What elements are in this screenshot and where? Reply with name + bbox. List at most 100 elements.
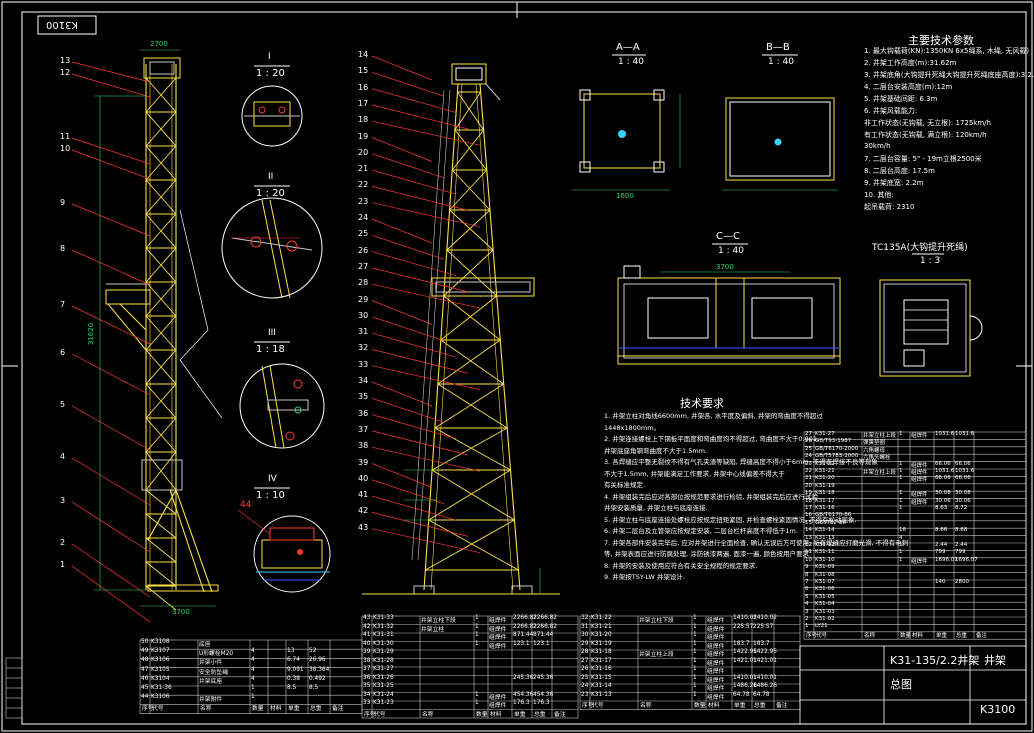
bom_right-cell: 14: [805, 527, 812, 534]
bom_right-cell: 8: [805, 571, 809, 578]
bom_bottom_left-cell: 8.5: [309, 685, 319, 691]
mid-part-number: 26: [358, 245, 369, 255]
tower-left-crown: [143, 57, 181, 79]
mid-part-number: 29: [358, 294, 369, 304]
bom_bottom_right-header: 总重: [754, 703, 766, 709]
bom_right-header: 总重: [956, 632, 968, 639]
bom_right-cell: GB/T5783-2000: [815, 453, 859, 460]
section-AA-label: A—A: [616, 42, 640, 53]
bom_right-cell: 4: [899, 534, 903, 541]
mid-part-number: 19: [358, 131, 369, 141]
bom_bottom_mid-cell: 组焊件: [489, 626, 507, 633]
detail-I-circle: [241, 85, 303, 147]
tech-param-line: 9. 井架底宽: 2.2m: [864, 179, 924, 187]
bom_bottom_right-cell: 井架立柱下段: [639, 618, 674, 624]
left-part-number: 12: [60, 68, 71, 77]
bom_right-cell: 20: [805, 482, 812, 489]
detail-IV-scale: 1 : 10: [256, 490, 285, 501]
dim-cc-width: 3700: [716, 263, 734, 271]
bom_right-cell: 799: [955, 549, 966, 556]
bom_bottom_right-cell: 1486.26: [733, 683, 757, 689]
bom_bottom_mid-cell: 2266.82: [533, 615, 557, 621]
tech-req-line: 不大于1.5mm, 井架能满足工作要求, 井架中心线偏差不得大于: [604, 469, 785, 478]
tech-param-line: 30km/h: [864, 142, 891, 150]
bom_right-cell: 1: [899, 468, 903, 474]
bom_bottom_left-cell: 44: [141, 694, 149, 701]
bom_bottom_left-header: 备注: [332, 706, 344, 713]
bom_bottom_mid-cell: 37: [363, 666, 371, 672]
bom_bottom_left-cell: 安全防坠绳: [199, 669, 228, 676]
tech-param-line: 2. 井架工作高度(m):31.62m: [864, 59, 957, 67]
bom_bottom_right-header: 名称: [640, 703, 652, 709]
bom_right-cell: 1031.6: [935, 468, 955, 474]
bom_bottom_right-cell: 28: [581, 649, 589, 655]
bom_bottom_left-cell: K3106: [151, 657, 170, 664]
bom_bottom_mid-cell: 33: [363, 700, 371, 706]
section-AA-scale: 1 : 40: [618, 57, 644, 67]
bom_bottom_mid-cell: 1: [475, 632, 479, 638]
bom_bottom_left-header: 数量: [252, 706, 264, 713]
bom_right-cell: 19: [805, 490, 812, 497]
title-block-frame: [799, 645, 1027, 725]
tower-left-base: [141, 459, 219, 592]
bom_right-cell: 2: [805, 616, 809, 622]
bom_bottom_mid-cell: 1: [475, 691, 479, 698]
bom_bottom_left-cell: 底座: [199, 642, 211, 648]
bom_right-cell: 1: [805, 623, 809, 630]
bom_right-cell: K31-11: [815, 549, 835, 556]
bom_right-cell: 井架立柱上段: [863, 470, 897, 476]
mid-part-number: 42: [358, 506, 369, 516]
tech-req-line: 等, 井架表面应进行防腐处理, 涂防锈漆两遍, 面漆一遍, 颜色按用户要求.: [604, 550, 812, 558]
bom_bottom_mid-cell: 123.1: [533, 640, 550, 647]
bom_right-cell: K31-22: [815, 460, 835, 467]
tech-req-line: 5. 井架立柱与底座连接处螺栓应按规定扭矩紧固, 并检查螺栓紧固情况, 不得有松…: [604, 515, 857, 524]
bom_right-cell: 16: [899, 527, 906, 534]
bom_bottom_mid-cell: 41: [363, 632, 371, 638]
mid-part-number: 36: [358, 408, 369, 418]
bom_right-cell: GB/T6170-86: [815, 512, 852, 519]
bom_right-header: 材料: [912, 632, 924, 639]
bom_bottom_right-cell: 1410.02: [753, 615, 777, 621]
bom_bottom_left-cell: 4: [251, 666, 255, 673]
detail-I-label: I: [268, 52, 271, 62]
bom_bottom_left-cell: 1: [251, 685, 255, 691]
bom_right-cell: 8.63: [935, 505, 948, 511]
bom_right-cell: 66.06: [955, 475, 971, 482]
mid-part-number: 24: [358, 213, 369, 222]
bom_bottom_left-cell: 1: [251, 694, 255, 701]
bom_bottom_right-header: 数量: [694, 703, 706, 709]
bom_right-cell: 30.06: [935, 497, 951, 504]
bom_bottom_mid-cell: 35: [363, 683, 371, 689]
bom_bottom_mid-cell: 组焊件: [489, 694, 507, 701]
tech-req-line: 井架安装质量, 井架立柱与底座连接.: [604, 504, 708, 512]
bom_right-cell: 8.68: [955, 527, 968, 534]
bom_right-header: 名称: [864, 632, 876, 639]
section-BB-label: B—B: [766, 42, 790, 53]
stamp-box: [37, 15, 97, 35]
mid-part-number: 25: [358, 229, 369, 239]
detail-I-scale: 1 : 20: [256, 68, 285, 79]
bom_bottom_mid-cell: 组焊件: [489, 643, 507, 650]
bom_right-cell: 24: [805, 453, 812, 460]
mid-part-number: 20: [358, 147, 369, 157]
bom_bottom_right-header: 单重: [734, 703, 746, 709]
bom_right-cell: 66.06: [935, 475, 951, 482]
bom_bottom_mid-header: 单重: [514, 711, 526, 718]
title-block-drawing-title: K31-135/2.2井架: [890, 654, 980, 667]
bom_right-cell: 1: [899, 505, 903, 511]
bom_bottom_mid-cell: K31-30: [373, 640, 394, 647]
bom_bottom_left-cell: 50: [141, 639, 149, 645]
bom_bottom_mid-cell: 43: [363, 615, 371, 621]
bom_bottom_right-cell: 组焊件: [707, 669, 725, 675]
mid-dimension-lines: [404, 469, 541, 594]
bom_bottom_right-cell: 组焊件: [707, 635, 725, 641]
bom_right-cell: 21: [805, 475, 812, 482]
bom_right-cell: 2.44: [955, 542, 968, 548]
tech-req-line: 8. 井架的安装及使用应符合有关安全规程的规定要求.: [604, 561, 758, 570]
mid-part-number: 33: [358, 359, 369, 369]
tech-param-line: 5. 井架基础间距: 6.3m: [864, 95, 938, 103]
bom_bottom_right-cell: 225.57: [733, 623, 754, 630]
left-leader-lines: [71, 61, 151, 623]
bom_right-cell: 1: [899, 556, 903, 563]
